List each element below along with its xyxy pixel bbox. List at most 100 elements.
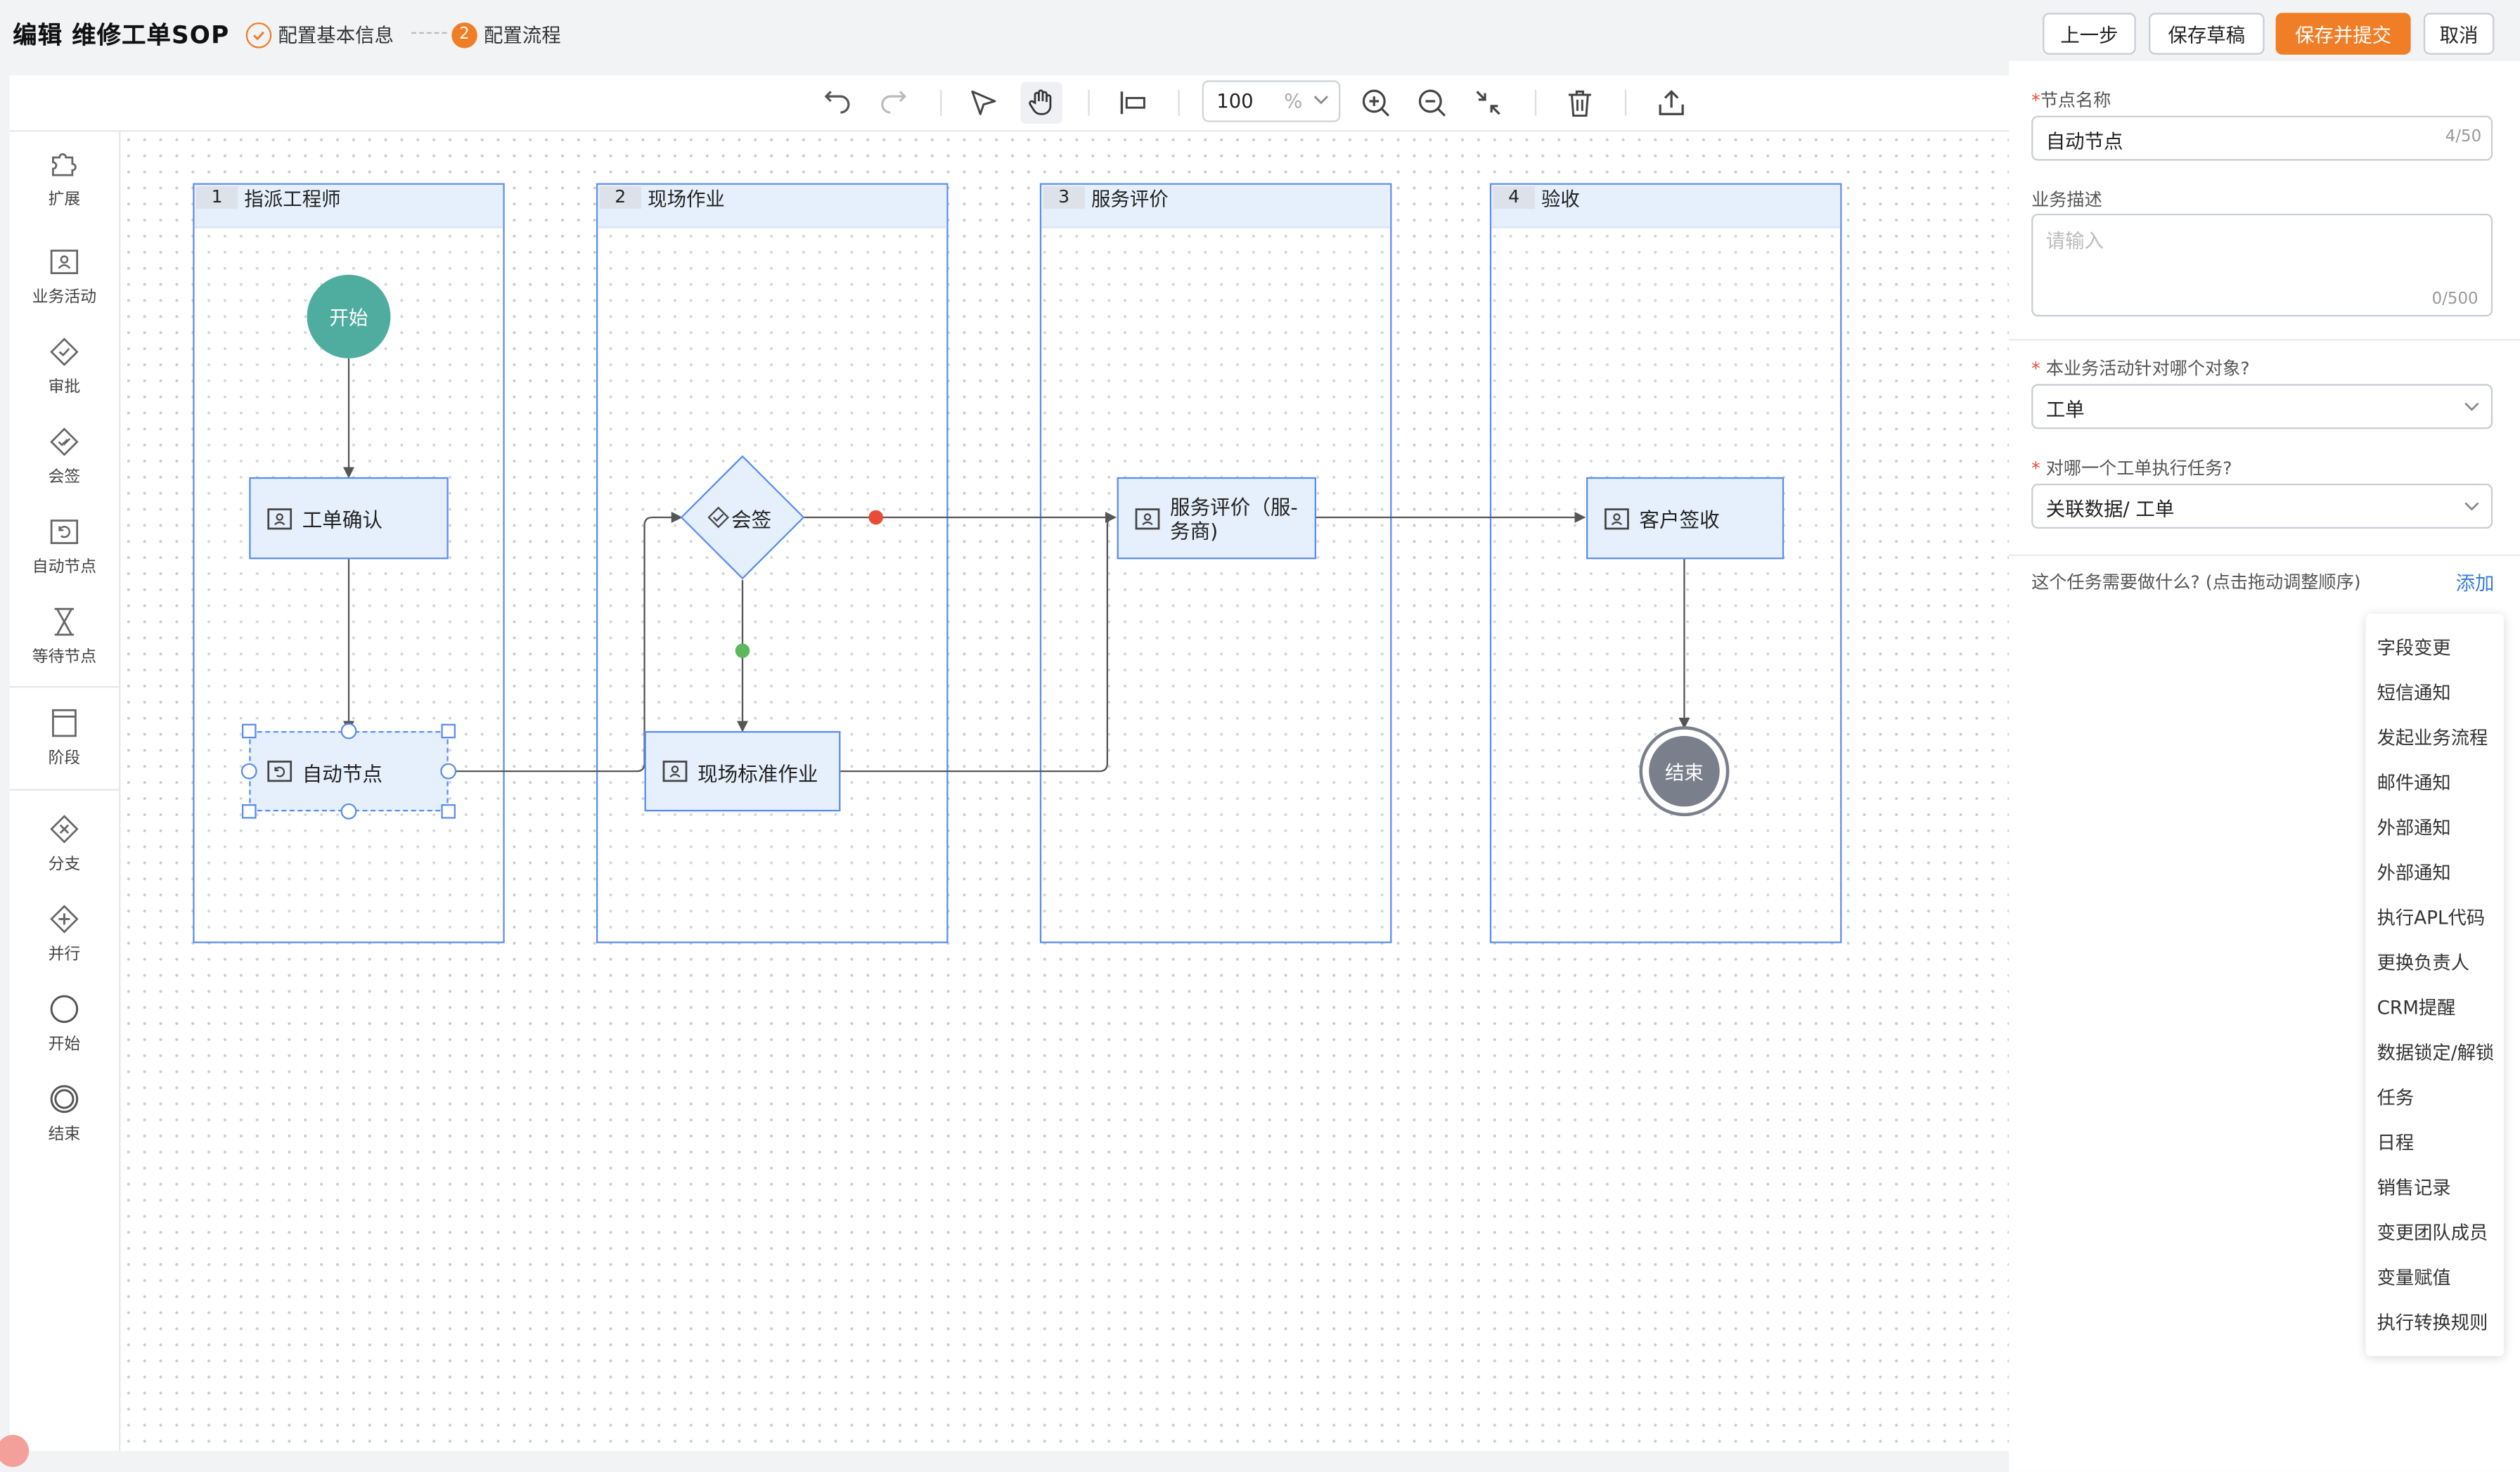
menu-item[interactable]: 更换负责人 — [2377, 951, 2469, 974]
parallel-icon — [50, 905, 79, 934]
node-onsite-standard-work[interactable]: 现场标准作业 — [644, 730, 841, 812]
zoom-in-icon[interactable] — [1358, 85, 1393, 120]
node-order-confirm[interactable]: 工单确认 — [249, 477, 449, 560]
palette-item-branch[interactable]: 分支 — [10, 813, 119, 874]
menu-item[interactable]: 变量赋值 — [2377, 1266, 2451, 1289]
node-service-evaluation[interactable]: 服务评价（服- 务商) — [1117, 477, 1316, 560]
undo-icon[interactable] — [820, 85, 855, 120]
countersign-icon — [707, 506, 730, 529]
menu-item[interactable]: 变更团队成员 — [2377, 1221, 2488, 1244]
menu-item[interactable]: 外部通知 — [2377, 861, 2451, 884]
start-circle-icon — [50, 995, 79, 1024]
palette-item-stage[interactable]: 阶段 — [10, 707, 119, 768]
palette-item-label: 扩展 — [48, 191, 81, 209]
palette-item-auto-node[interactable]: 自动节点 — [10, 516, 119, 577]
start-node[interactable]: 开始 — [307, 274, 391, 359]
toolbar-divider — [1088, 89, 1090, 116]
zoom-select[interactable]: 100 % — [1202, 80, 1341, 122]
start-node-label: 开始 — [329, 306, 368, 329]
palette-item-countersign[interactable]: 会签 — [10, 426, 119, 487]
lane-acceptance[interactable]: 4 验收 — [1489, 183, 1842, 943]
node-name-input[interactable]: 自动节点 4/50 — [2031, 115, 2493, 161]
node-customer-sign[interactable]: 客户签收 — [1586, 477, 1785, 560]
menu-item[interactable]: CRM提醒 — [2377, 996, 2456, 1019]
description-count: 0/500 — [2431, 290, 2479, 309]
lane-header: 3 服务评价 — [1041, 184, 1391, 228]
palette-item-label: 业务活动 — [32, 289, 97, 307]
description-label: 业务描述 — [2031, 189, 2102, 211]
menu-item[interactable]: 销售记录 — [2377, 1176, 2451, 1199]
panel-divider — [2009, 339, 2520, 341]
step-configure-flow-label: 配置流程 — [483, 24, 561, 47]
target-object-select[interactable]: 工单 — [2031, 384, 2493, 430]
check-circle-icon — [245, 21, 272, 48]
node-name-label: *节点名称 — [2031, 89, 2111, 111]
canvas-toolbar — [9, 75, 2010, 132]
menu-item[interactable]: 短信通知 — [2377, 681, 2451, 704]
end-circle-icon — [50, 1085, 79, 1113]
business-activity-icon — [662, 761, 688, 782]
step-basic-info-label: 配置基本信息 — [278, 24, 394, 47]
green-connection-dot — [735, 643, 750, 658]
menu-item[interactable]: 执行APL代码 — [2377, 906, 2486, 929]
save-draft-button[interactable]: 保存草稿 — [2148, 13, 2265, 55]
node-name-count: 4/50 — [2445, 128, 2482, 146]
export-share-icon[interactable] — [1654, 85, 1689, 120]
node-name-value: 自动节点 — [2045, 130, 2123, 153]
add-task-link[interactable]: 添加 — [2455, 572, 2495, 595]
end-node-inner: 结束 — [1649, 735, 1720, 807]
node-countersign[interactable] — [679, 455, 807, 583]
step-connector — [411, 32, 447, 34]
palette-item-approval[interactable]: 审批 — [10, 336, 119, 397]
puzzle-icon — [52, 153, 77, 176]
business-activity-icon — [267, 508, 292, 529]
menu-item[interactable]: 日程 — [2377, 1131, 2415, 1154]
floating-assistant-dot[interactable] — [0, 1435, 30, 1467]
lane-service-evaluation[interactable]: 3 服务评价 — [1039, 183, 1392, 943]
toolbar-divider — [1534, 89, 1537, 116]
stage-icon — [52, 709, 77, 737]
menu-item[interactable]: 外部通知 — [2377, 816, 2451, 839]
end-node-label: 结束 — [1664, 761, 1704, 784]
redo-icon[interactable] — [876, 85, 911, 120]
menu-item[interactable]: 邮件通知 — [2377, 771, 2451, 794]
toolbar-divider — [1624, 89, 1627, 116]
target-order-select[interactable]: 关联数据/ 工单 — [2031, 483, 2493, 529]
description-textarea[interactable]: 请输入 0/500 — [2031, 213, 2493, 317]
end-node[interactable]: 结束 — [1639, 726, 1730, 817]
lane-number: 2 — [599, 186, 641, 209]
menu-item[interactable]: 数据锁定/解锁 — [2377, 1041, 2495, 1064]
selection-handles[interactable] — [238, 721, 459, 821]
palette-item-parallel[interactable]: 并行 — [10, 903, 119, 964]
palette-item-business-activity[interactable]: 业务活动 — [10, 246, 119, 307]
palette-item-wait-node[interactable]: 等待节点 — [10, 606, 119, 667]
approval-icon — [50, 337, 79, 366]
task-type-dropdown: 字段变更 短信通知 发起业务流程 邮件通知 外部通知 外部通知 执行APL代码 … — [2365, 614, 2505, 1357]
lane-onsite-work[interactable]: 2 现场作业 — [596, 183, 949, 943]
save-submit-button[interactable]: 保存并提交 — [2275, 13, 2411, 55]
select-pointer-icon[interactable] — [966, 85, 1001, 120]
hand-pan-icon[interactable] — [1020, 82, 1062, 124]
delete-trash-icon[interactable] — [1562, 85, 1598, 120]
chevron-down-icon — [2462, 395, 2481, 422]
palette-item-label: 自动节点 — [32, 559, 97, 577]
palette-item-extension[interactable]: 扩展 — [10, 145, 119, 209]
menu-item[interactable]: 执行转换规则 — [2377, 1311, 2488, 1334]
palette-item-label: 审批 — [48, 379, 81, 397]
fit-view-icon[interactable] — [1470, 85, 1505, 120]
cancel-button[interactable]: 取消 — [2423, 13, 2495, 55]
menu-item[interactable]: 发起业务流程 — [2377, 726, 2488, 749]
menu-item[interactable]: 字段变更 — [2377, 636, 2451, 659]
header-bar: 编辑 维修工单SOP 配置基本信息 2 配置流程 上一步 保存草稿 保存并提交 … — [0, 0, 2520, 71]
menu-item[interactable]: 任务 — [2377, 1086, 2415, 1109]
step-configure-flow[interactable]: 2 配置流程 — [451, 21, 561, 49]
palette-item-end[interactable]: 结束 — [10, 1083, 119, 1144]
align-icon[interactable] — [1115, 85, 1150, 120]
zoom-out-icon[interactable] — [1414, 85, 1449, 120]
prev-step-button[interactable]: 上一步 — [2043, 13, 2136, 55]
palette-item-start[interactable]: 开始 — [10, 993, 119, 1054]
panel-divider — [2009, 554, 2520, 556]
step-basic-info[interactable]: 配置基本信息 — [245, 21, 394, 49]
lane-number: 3 — [1043, 186, 1085, 209]
